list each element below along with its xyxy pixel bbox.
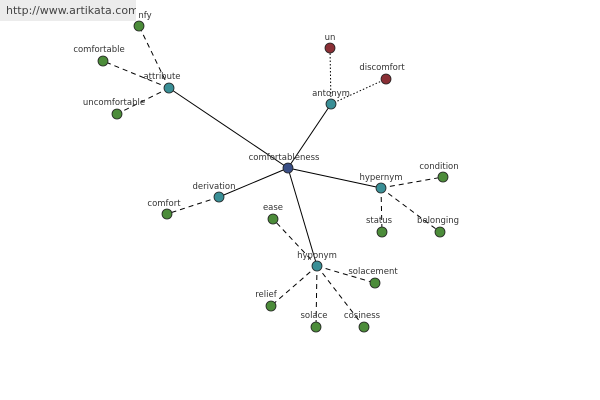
node-dot-hyponym[interactable]: [311, 260, 323, 272]
node-label-antonym[interactable]: antonym: [312, 89, 350, 99]
node-dot-condition[interactable]: [437, 171, 449, 183]
node-comfortableness[interactable]: comfortableness: [249, 153, 320, 174]
edge-hypernym-status: [380, 187, 383, 233]
node-label-attribute[interactable]: attribute: [143, 72, 180, 82]
node-label-derivation[interactable]: derivation: [192, 182, 235, 192]
edge-layer: [102, 25, 444, 328]
node-antonym[interactable]: antonym: [312, 89, 350, 110]
node-solace[interactable]: solace: [300, 311, 328, 333]
edge-antonym-discomfort: [330, 78, 387, 105]
node-derivation[interactable]: derivation: [192, 182, 236, 203]
node-dot-solace[interactable]: [310, 321, 322, 333]
node-dot-comfort[interactable]: [161, 208, 173, 220]
node-label-hypernym[interactable]: hypernym: [359, 173, 402, 183]
node-label-cosiness[interactable]: cosiness: [344, 311, 381, 321]
node-comfort[interactable]: comfort: [147, 199, 181, 220]
node-dot-attribute[interactable]: [163, 82, 175, 94]
node-status[interactable]: status: [366, 216, 393, 238]
node-attribute[interactable]: attribute: [143, 72, 181, 94]
node-label-ease[interactable]: ease: [263, 203, 283, 213]
node-label-relief[interactable]: relief: [255, 290, 277, 300]
edge-antonym-un: [329, 47, 332, 105]
node-hypernym[interactable]: hypernym: [359, 173, 403, 194]
node-dot-hypernym[interactable]: [375, 182, 387, 194]
edge-hyponym-cosiness: [316, 265, 365, 328]
node-dot-status[interactable]: [376, 226, 388, 238]
node-dot-comfortableness[interactable]: [282, 162, 294, 174]
edge-hyponym-ease: [272, 218, 318, 267]
site-url-banner[interactable]: http://www.artikata.com: [0, 0, 136, 21]
edge-hypernym-condition: [380, 176, 444, 189]
node-dot-antonym[interactable]: [325, 98, 337, 110]
node-dot-derivation[interactable]: [213, 191, 225, 203]
node-belonging[interactable]: belonging: [417, 216, 459, 238]
node-dot-uncomfortable[interactable]: [111, 108, 123, 120]
node-dot-ease[interactable]: [267, 213, 279, 225]
edge-hypernym-belonging: [380, 187, 441, 233]
node-fy[interactable]: nfy: [133, 11, 152, 32]
node-label-comfort[interactable]: comfort: [147, 199, 181, 209]
edge-hyponym-relief: [270, 265, 318, 307]
node-dot-belonging[interactable]: [434, 226, 446, 238]
edge-comfortableness-hyponym: [287, 167, 318, 267]
node-relief[interactable]: relief: [255, 290, 278, 312]
node-label-fy[interactable]: nfy: [138, 11, 151, 21]
node-label-hyponym[interactable]: hyponym: [297, 251, 337, 261]
edge-comfortableness-antonym: [287, 103, 332, 169]
node-label-condition[interactable]: condition: [419, 162, 458, 172]
node-label-solace[interactable]: solace: [300, 311, 327, 321]
edge-comfortableness-derivation: [218, 167, 289, 198]
node-dot-solacement[interactable]: [369, 277, 381, 289]
node-label-un[interactable]: un: [325, 33, 336, 43]
node-dot-un[interactable]: [324, 42, 336, 54]
node-label-solacement[interactable]: solacement: [348, 267, 398, 277]
node-comfortable[interactable]: comfortable: [73, 45, 125, 67]
node-label-uncomfortable[interactable]: uncomfortable: [83, 98, 145, 108]
node-solacement[interactable]: solacement: [348, 267, 398, 289]
node-uncomfortable[interactable]: uncomfortable: [83, 98, 145, 120]
node-discomfort[interactable]: discomfort: [359, 63, 405, 85]
edge-attribute-comfortable: [102, 60, 170, 89]
node-label-discomfort[interactable]: discomfort: [359, 63, 405, 73]
edge-comfortableness-hypernym: [287, 167, 382, 189]
edge-attribute-fy: [138, 25, 170, 89]
node-dot-relief[interactable]: [265, 300, 277, 312]
node-layer: comfortableness attribute antonym hypernym d…: [73, 11, 459, 333]
node-hyponym[interactable]: hyponym: [297, 251, 337, 272]
node-un[interactable]: un: [324, 33, 336, 54]
node-label-status[interactable]: status: [366, 216, 393, 226]
node-cosiness[interactable]: cosiness: [344, 311, 381, 333]
node-label-comfortable[interactable]: comfortable: [73, 45, 124, 55]
edge-hyponym-solacement: [316, 265, 376, 284]
edge-comfortableness-attribute: [168, 87, 289, 169]
node-dot-discomfort[interactable]: [380, 73, 392, 85]
node-dot-cosiness[interactable]: [358, 321, 370, 333]
node-label-comfortableness[interactable]: comfortableness: [249, 153, 320, 163]
node-label-belonging[interactable]: belonging: [417, 216, 459, 226]
edge-derivation-comfort: [166, 196, 220, 215]
node-dot-comfortable[interactable]: [97, 55, 109, 67]
edge-attribute-uncomfortable: [116, 87, 170, 115]
edge-hyponym-solace: [315, 265, 318, 328]
node-dot-fy[interactable]: [133, 20, 145, 32]
node-ease[interactable]: ease: [263, 203, 283, 225]
node-condition[interactable]: condition: [419, 162, 459, 183]
